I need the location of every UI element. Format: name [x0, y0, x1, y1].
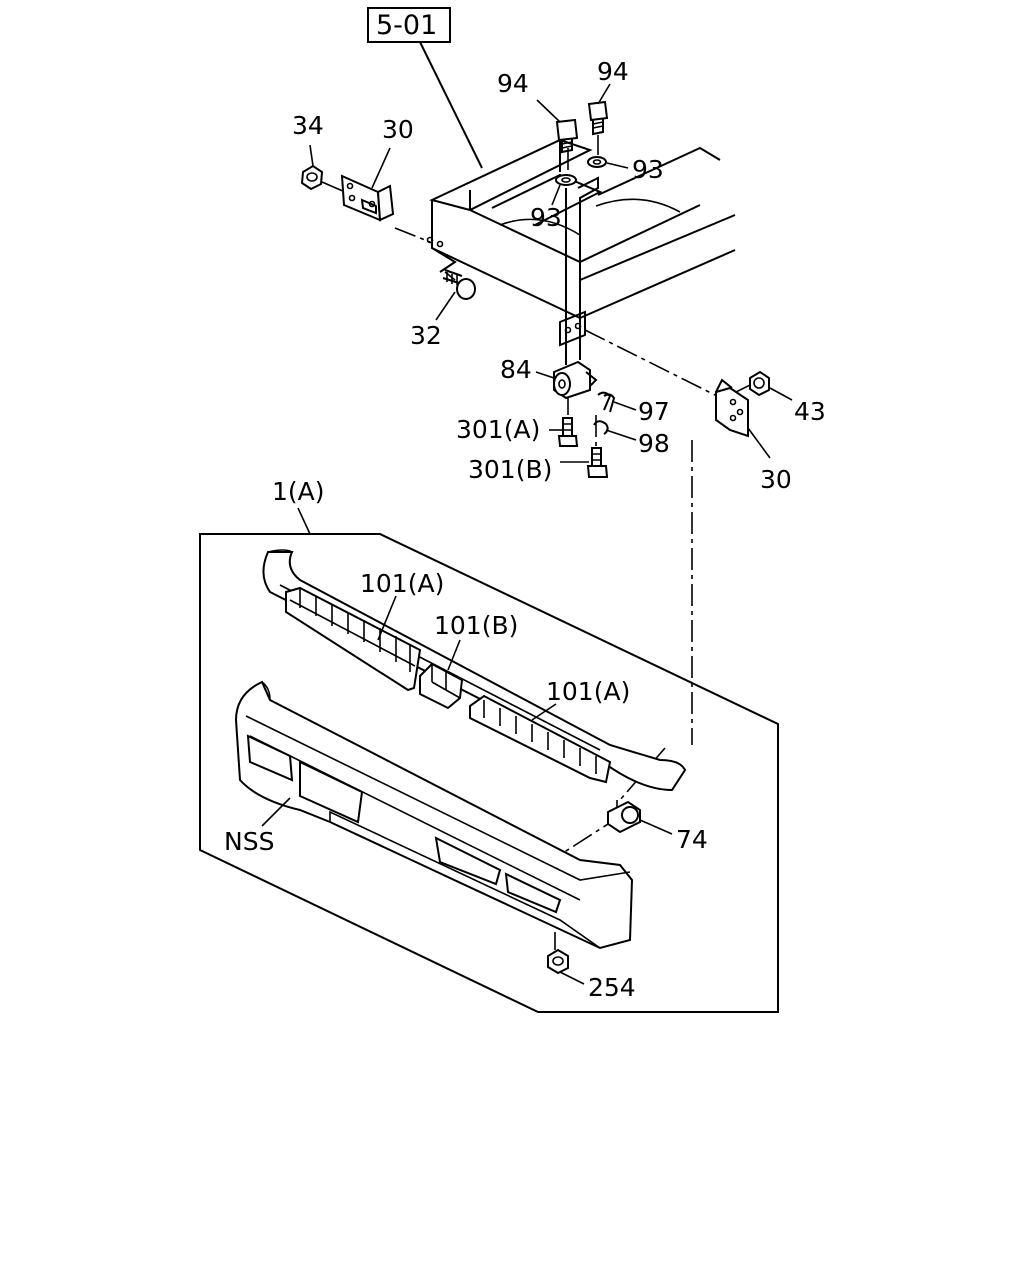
bracket-30-left[interactable]: [340, 174, 395, 222]
assembly-outline-1a: [199, 533, 779, 1013]
washer-93-left[interactable]: [555, 174, 577, 186]
callout-84: 84: [500, 355, 532, 384]
reference-box-label: 5-01: [376, 10, 437, 41]
bolt-301a[interactable]: [557, 417, 579, 447]
clip-98[interactable]: [593, 420, 609, 435]
callout-98: 98: [638, 429, 670, 458]
callout-101a-left: 101(A): [360, 569, 444, 598]
chassis-frame: [426, 138, 736, 347]
clip-97[interactable]: [597, 391, 616, 413]
callout-34: 34: [292, 111, 324, 140]
bracket-30-right[interactable]: [715, 378, 749, 438]
nut-254[interactable]: [547, 948, 569, 975]
callout-101a-right: 101(A): [546, 677, 630, 706]
washer-93-right[interactable]: [587, 156, 607, 168]
callout-254: 254: [588, 973, 636, 1002]
callout-43: 43: [794, 397, 826, 426]
nut-43[interactable]: [749, 370, 770, 397]
bolt-301b[interactable]: [586, 447, 609, 478]
callout-32: 32: [410, 321, 442, 350]
stay-rod: [565, 176, 599, 365]
callout-94-left: 94: [497, 69, 529, 98]
bolt-32[interactable]: [442, 269, 476, 300]
part-74[interactable]: [607, 800, 641, 834]
bolt-94-right[interactable]: [587, 100, 609, 136]
rubber-strip-101a-right[interactable]: [469, 694, 612, 784]
bracket-84[interactable]: [553, 360, 598, 400]
callout-1a: 1(A): [272, 477, 325, 506]
rubber-pad-101b[interactable]: [419, 662, 464, 710]
callout-74: 74: [676, 825, 708, 854]
nut-34[interactable]: [300, 164, 324, 191]
callout-93-right: 93: [632, 155, 664, 184]
callout-301b: 301(B): [468, 455, 552, 484]
bolt-94-left[interactable]: [555, 118, 579, 154]
callout-30-left: 30: [382, 115, 414, 144]
callout-nss: NSS: [224, 827, 274, 856]
callout-30-right: 30: [760, 465, 792, 494]
callout-93-left: 93: [530, 203, 562, 232]
bumper-main-nss[interactable]: [234, 680, 634, 950]
callout-97: 97: [638, 397, 670, 426]
callout-94-right: 94: [597, 57, 629, 86]
rubber-strip-101a-left[interactable]: [285, 586, 422, 692]
callout-301a: 301(A): [456, 415, 540, 444]
reference-box[interactable]: 5-01: [367, 7, 451, 43]
callout-101b: 101(B): [434, 611, 518, 640]
